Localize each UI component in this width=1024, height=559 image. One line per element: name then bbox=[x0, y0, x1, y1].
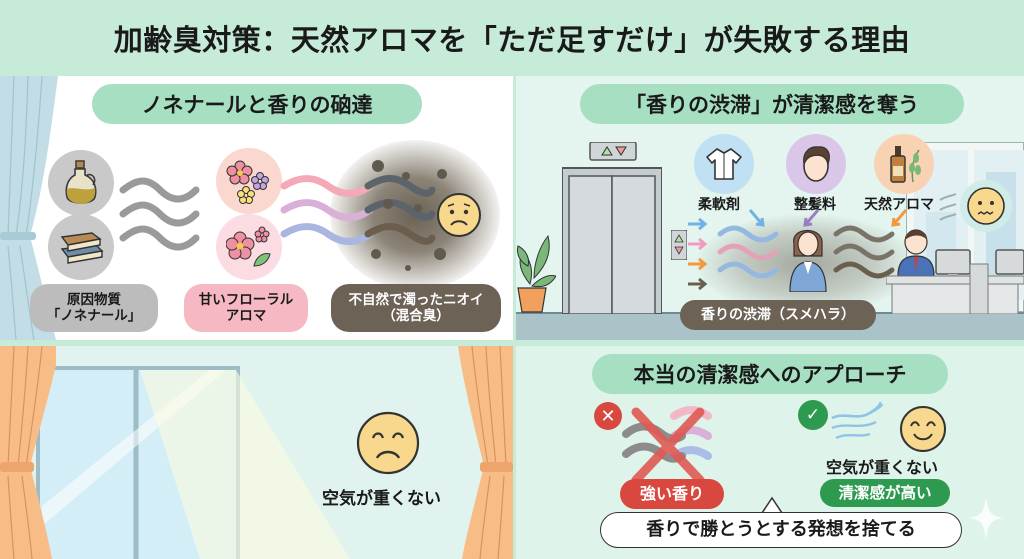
mixed-odor-label: 不自然で濁ったニオイ （混合臭） bbox=[331, 284, 501, 332]
flower-icon bbox=[216, 148, 282, 214]
floral-label: 甘いフローラル アロマ bbox=[184, 284, 308, 332]
x-mark-icon: ✕ bbox=[594, 402, 622, 430]
elevator-call-button bbox=[671, 230, 687, 260]
hair-product-source bbox=[786, 134, 846, 194]
shirt-icon bbox=[706, 148, 742, 180]
air-lines bbox=[939, 193, 957, 221]
mixed-label-line1: 不自然で濁ったニオイ bbox=[348, 291, 484, 308]
strong-scent-label: 強い香り bbox=[620, 479, 724, 509]
fresh-air-caption: 空気が重くない bbox=[322, 489, 441, 509]
aroma-source bbox=[874, 134, 934, 194]
odor-particles bbox=[371, 160, 447, 271]
speech-bubble-tail bbox=[760, 496, 784, 516]
uneasy-face-icon bbox=[967, 187, 1005, 225]
woman-figure bbox=[789, 230, 827, 292]
mixed-label-line2: （混合臭） bbox=[382, 308, 450, 324]
title-bar: 加齢臭対策：天然アロマを「ただ足すだけ」が失敗する理由 bbox=[0, 0, 1024, 76]
colored-waves bbox=[280, 175, 436, 245]
uneasy-face-bubble bbox=[960, 180, 1012, 232]
flower-leaf-icon bbox=[216, 214, 282, 280]
aroma-label: 天然アロマ bbox=[864, 197, 934, 213]
aroma-bottle-icon bbox=[890, 146, 921, 183]
oil-bottle-icon bbox=[48, 150, 114, 216]
fresh-breeze-icon bbox=[831, 402, 884, 440]
worried-face-icon bbox=[437, 193, 481, 237]
cause-label-line1: 原因物質 bbox=[67, 291, 121, 308]
sad-face-icon bbox=[356, 411, 420, 475]
floral-label-line2: アロマ bbox=[225, 308, 267, 324]
panel-nonenal-aroma: ノネナールと香りの硇達 bbox=[0, 76, 513, 340]
panel-scent-traffic-jam: 「香りの渋滞」が清潔感を奪う bbox=[516, 76, 1024, 340]
cause-label: 原因物質 「ノネナール」 bbox=[30, 284, 158, 332]
books-icon bbox=[48, 214, 114, 280]
check-mark-icon: ✓ bbox=[798, 400, 828, 430]
source-arrows bbox=[748, 209, 908, 227]
good-caption: 空気が重くない bbox=[826, 458, 939, 477]
scent-waves bbox=[717, 225, 895, 279]
elevator bbox=[562, 142, 662, 314]
happy-face-icon bbox=[900, 406, 946, 452]
cleanliness-label: 清潔感が高い bbox=[820, 479, 950, 507]
sparkle-icon bbox=[968, 496, 1004, 540]
curtain-right bbox=[458, 346, 513, 559]
scent-jam-banner: 香りの渋滞（スメハラ） bbox=[680, 300, 876, 330]
softener-source bbox=[694, 134, 754, 194]
panel4-heading: 本当の清潔感へのアプローチ bbox=[592, 354, 948, 394]
curtain-left bbox=[0, 346, 56, 559]
abandon-idea-bubble: 香りで勝とうとする発想を捨てる bbox=[600, 512, 962, 548]
hair-product-label: 整髪料 bbox=[794, 197, 836, 213]
panel-true-cleanliness: 本当の清潔感へのアプローチ ✕ 強い香り ✓ 空気が重くない 清潔感が高い 香り… bbox=[516, 346, 1024, 559]
page-title: 加齢臭対策：天然アロマを「ただ足すだけ」が失敗する理由 bbox=[113, 23, 911, 57]
incoming-arrows bbox=[688, 217, 708, 291]
panel2-heading: 「香りの渋滞」が清潔感を奪う bbox=[580, 84, 964, 124]
hair-head-icon bbox=[803, 146, 830, 182]
floral-label-line1: 甘いフローラル bbox=[198, 291, 294, 308]
softener-label: 柔軟剤 bbox=[698, 197, 740, 213]
man-at-desk bbox=[886, 229, 1024, 314]
cause-label-line2: 「ノネナール」 bbox=[46, 308, 142, 324]
strong-scent-crossed-icon bbox=[622, 406, 712, 485]
window-illustration bbox=[36, 366, 350, 559]
curtain-illustration bbox=[0, 76, 58, 340]
gray-waves bbox=[119, 177, 200, 251]
panel1-heading: ノネナールと香りの硇達 bbox=[92, 84, 422, 124]
panel-fresh-room: 空気が重くない bbox=[0, 346, 513, 559]
potted-plant bbox=[517, 234, 556, 313]
